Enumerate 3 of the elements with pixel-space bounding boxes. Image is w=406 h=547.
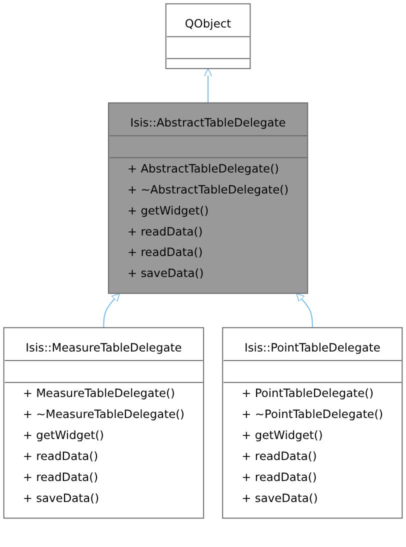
arrow: [103, 293, 120, 328]
arrow: [296, 293, 313, 328]
arrow: [204, 68, 212, 104]
